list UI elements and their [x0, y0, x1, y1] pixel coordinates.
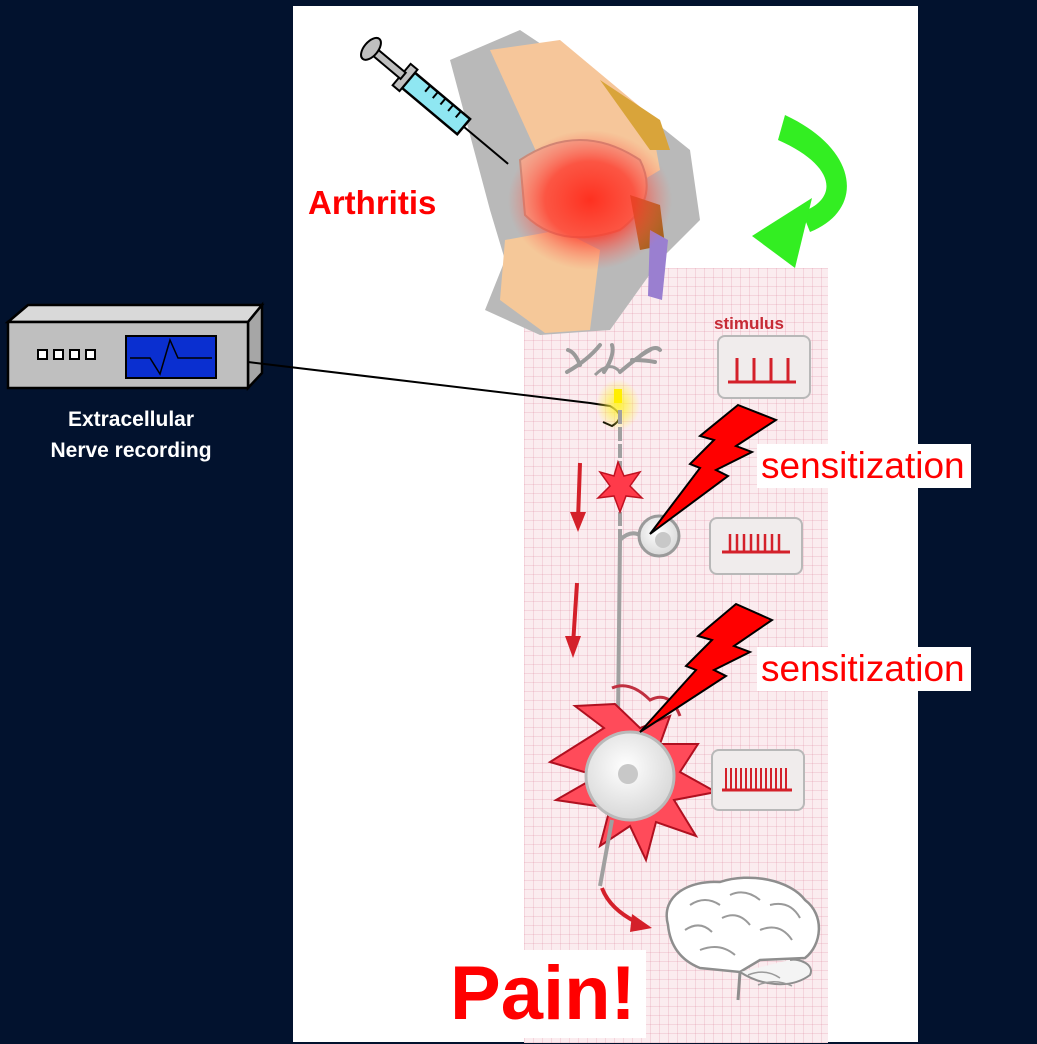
recording-electrode-wire	[248, 362, 620, 426]
lightning-bolt-icon	[640, 604, 772, 732]
spike-train-icon	[710, 518, 802, 574]
spike-train-icon	[712, 750, 804, 810]
sensitization-label-central: sensitization	[757, 647, 971, 691]
recording-label-line2: Nerve recording	[0, 435, 262, 466]
green-curved-arrow-icon	[752, 115, 847, 268]
recording-label: Extracellular Nerve recording	[0, 404, 262, 466]
nociceptor-activation-icon	[598, 462, 642, 512]
arthritis-label: Arthritis	[308, 184, 436, 222]
signal-arrow	[570, 463, 586, 532]
brain-icon	[667, 878, 819, 1000]
signal-arrow	[602, 888, 652, 932]
signal-arrow	[565, 583, 581, 658]
recording-label-line1: Extracellular	[0, 404, 262, 435]
stimulus-label: stimulus	[714, 314, 784, 334]
spike-train-icon	[718, 336, 810, 398]
recording-device-icon	[8, 305, 262, 388]
pain-label: Pain!	[440, 950, 646, 1038]
knee-joint-icon	[450, 30, 700, 335]
sensitization-label-peripheral: sensitization	[757, 444, 971, 488]
